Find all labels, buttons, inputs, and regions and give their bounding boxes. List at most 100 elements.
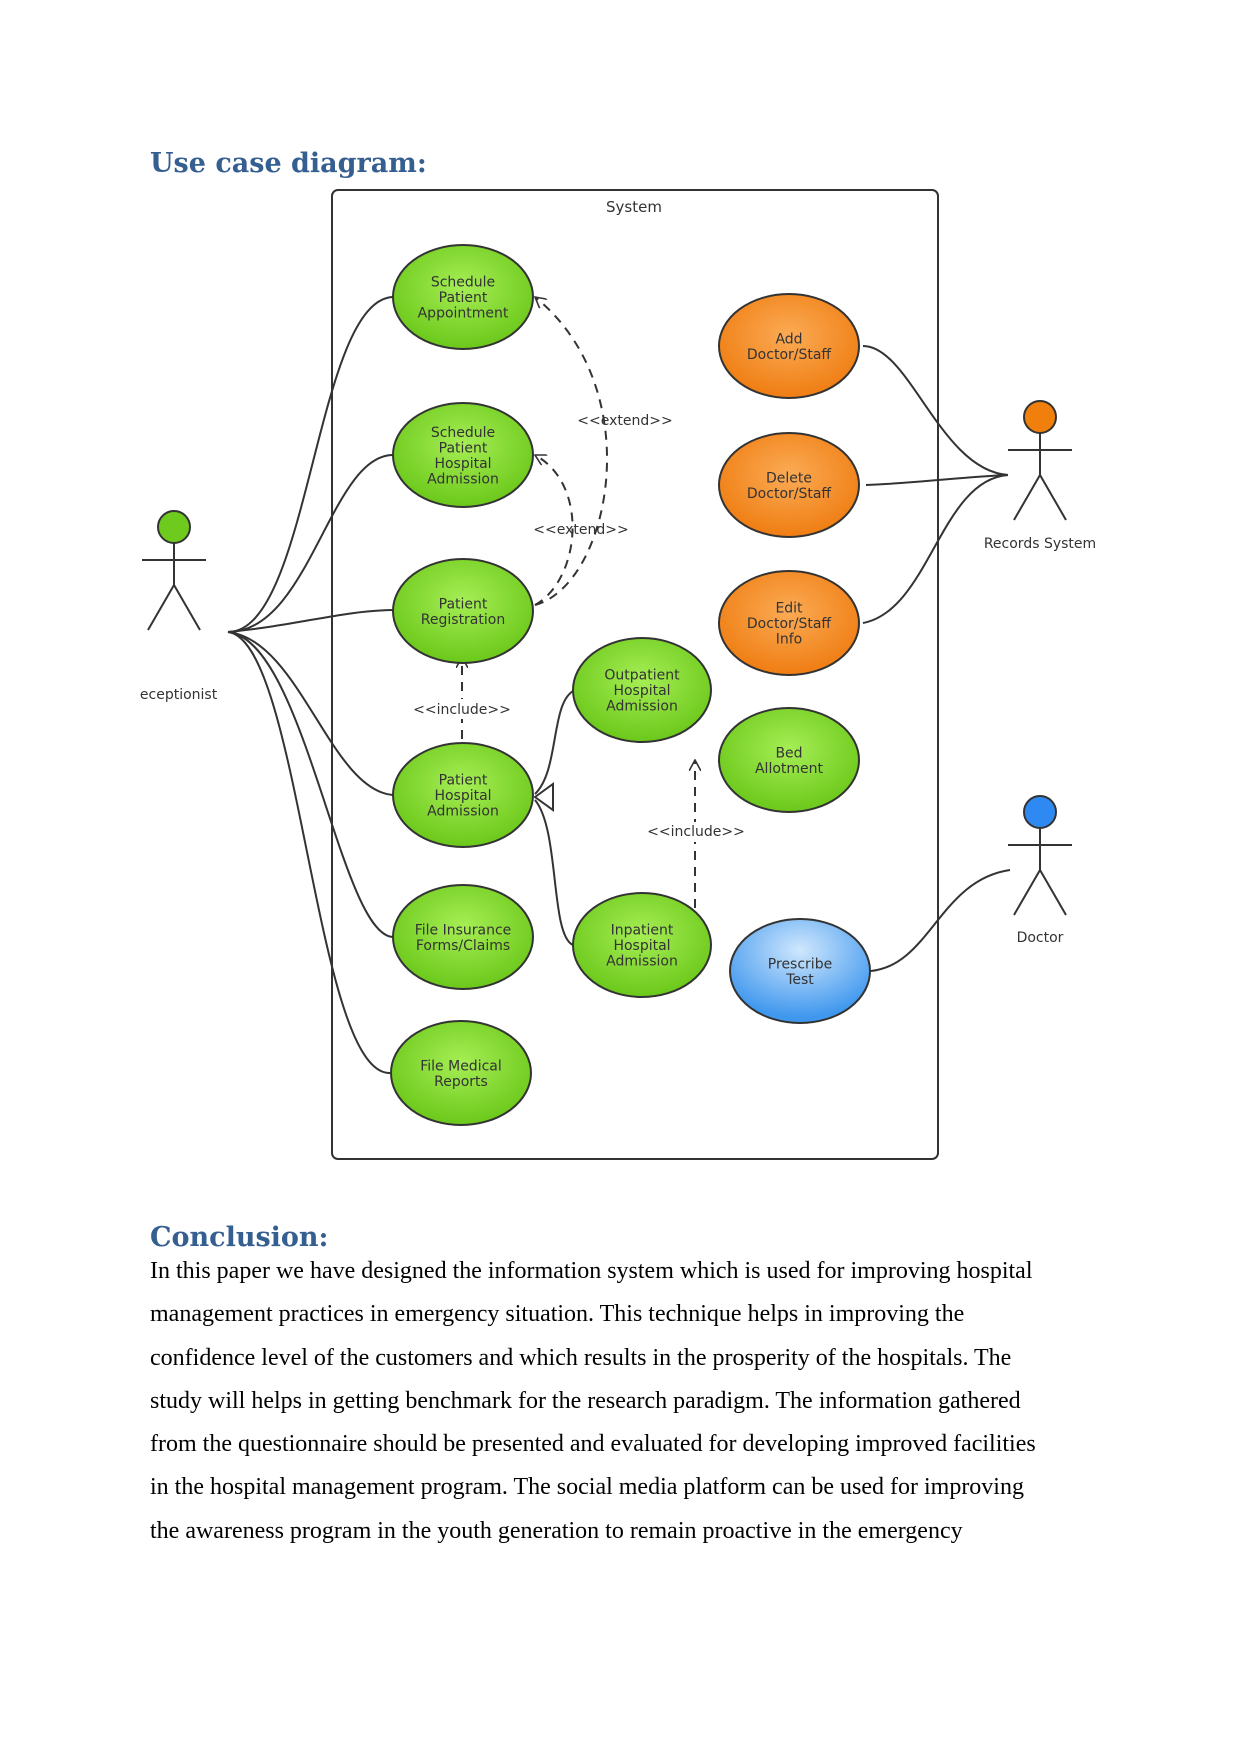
receptionist-head <box>157 510 191 544</box>
assoc-patient-registration <box>227 609 394 633</box>
use-case-label: Add <box>775 331 802 347</box>
use-case-label: Prescribe <box>768 956 832 972</box>
conclusion-line: In this paper we have designed the infor… <box>150 1258 1033 1284</box>
conclusion-heading: Conclusion: <box>150 1222 329 1253</box>
records-system-label: Records System <box>984 536 1096 552</box>
records-system-actor <box>1008 400 1072 521</box>
use-case-diagram: System <<extend>> <<extend>> <<include>>… <box>140 189 1096 1160</box>
use-case-ellipse <box>572 637 712 743</box>
use-case-label: Edit <box>775 601 803 617</box>
use-case-label: Schedule <box>431 425 495 441</box>
use-case-label: Patient <box>439 290 488 306</box>
generalization-arrowhead <box>533 782 554 812</box>
use-case-label: Admission <box>606 699 678 715</box>
use-case-label: Patient <box>439 596 488 612</box>
records-associations <box>862 345 1011 972</box>
use-case-ellipse <box>392 244 534 350</box>
extend-to-appointment <box>535 297 608 606</box>
extend-label-1: <<extend>> <box>577 413 672 429</box>
use-case-ellipse <box>392 402 534 508</box>
use-case-label: Hospital <box>613 938 670 954</box>
conclusion-paragraph: In this paper we have designed the infor… <box>150 1256 1110 1559</box>
include-label-1: <<include>> <box>413 702 511 718</box>
use-case-label: Doctor/Staff <box>747 486 832 502</box>
assoc-file-medical <box>227 631 391 1075</box>
use-case-label: Patient <box>439 440 488 456</box>
conclusion-line: the awareness program in the youth gener… <box>150 1517 963 1544</box>
use-case-label: Test <box>785 972 814 988</box>
use-case-label: Schedule <box>431 275 495 291</box>
use-case-label: Forms/Claims <box>416 938 510 954</box>
use-case-ellipse <box>729 918 871 1024</box>
records-system-head <box>1023 400 1057 434</box>
use-case-label: Hospital <box>613 683 670 699</box>
use-cases: SchedulePatientAppointmentSchedulePatien… <box>390 244 871 1126</box>
use-case-label: Reports <box>434 1074 488 1090</box>
assoc-schedule-admission <box>227 454 394 633</box>
use-case-ellipse <box>392 884 534 990</box>
use-case-label: Registration <box>421 612 505 628</box>
use-case-label: Admission <box>606 954 678 970</box>
receptionist-associations <box>227 296 394 1075</box>
assoc-patient-admission <box>227 631 394 796</box>
assoc-prescribe-test <box>870 869 1011 972</box>
use-case-label: File Insurance <box>415 922 512 938</box>
use-case-label: Info <box>776 632 803 648</box>
generalizations <box>533 689 576 946</box>
assoc-file-insurance <box>227 631 394 938</box>
use-case-ellipse <box>718 432 860 538</box>
conclusion-line: study will helps in getting benchmark fo… <box>150 1387 1021 1414</box>
use-case-label: Doctor/Staff <box>747 347 832 363</box>
system-label: System <box>606 198 662 216</box>
extend-to-admission <box>535 454 574 606</box>
use-case-label: Patient <box>439 773 488 789</box>
conclusion-line: confidence level of the customers and wh… <box>150 1344 1012 1371</box>
include-label-2: <<include>> <box>647 824 745 840</box>
use-case-ellipse <box>392 742 534 848</box>
use-case-ellipse <box>718 293 860 399</box>
conclusion-line: from the questionnaire should be present… <box>150 1431 1036 1458</box>
use-case-label: Allotment <box>755 761 824 777</box>
receptionist-actor <box>142 510 206 631</box>
conclusion-line: management practices in emergency situat… <box>150 1301 965 1328</box>
use-case-label: Admission <box>427 471 499 487</box>
use-case-label: Admission <box>427 804 499 820</box>
conclusion-line: in the hospital management program. The … <box>150 1474 1024 1501</box>
doctor-actor <box>1008 795 1072 916</box>
doctor-head <box>1023 795 1057 829</box>
use-case-ellipse <box>718 570 860 676</box>
use-case-ellipse <box>718 707 860 813</box>
use-case-label: Bed <box>775 745 802 761</box>
use-case-ellipse <box>390 1020 532 1126</box>
use-case-label: Doctor/Staff <box>747 616 832 632</box>
use-case-ellipse <box>572 892 712 998</box>
assoc-schedule-appointment <box>227 296 394 633</box>
use-case-label: Hospital <box>434 456 491 472</box>
use-case-label: Hospital <box>434 788 491 804</box>
receptionist-label: Receptionist <box>140 687 218 703</box>
use-case-label: Appointment <box>418 306 509 322</box>
use-case-label: Inpatient <box>611 923 674 939</box>
use-case-label: File Medical <box>420 1058 502 1074</box>
use-case-label: Delete <box>766 470 812 486</box>
extend-label-2: <<extend>> <box>533 522 628 538</box>
assoc-add-staff <box>862 345 1009 476</box>
use-case-ellipse <box>392 558 534 664</box>
assoc-edit-staff <box>862 474 1009 624</box>
assoc-delete-staff <box>865 474 1009 486</box>
use-case-label: Outpatient <box>604 668 680 684</box>
doctor-label: Doctor <box>1017 930 1064 946</box>
